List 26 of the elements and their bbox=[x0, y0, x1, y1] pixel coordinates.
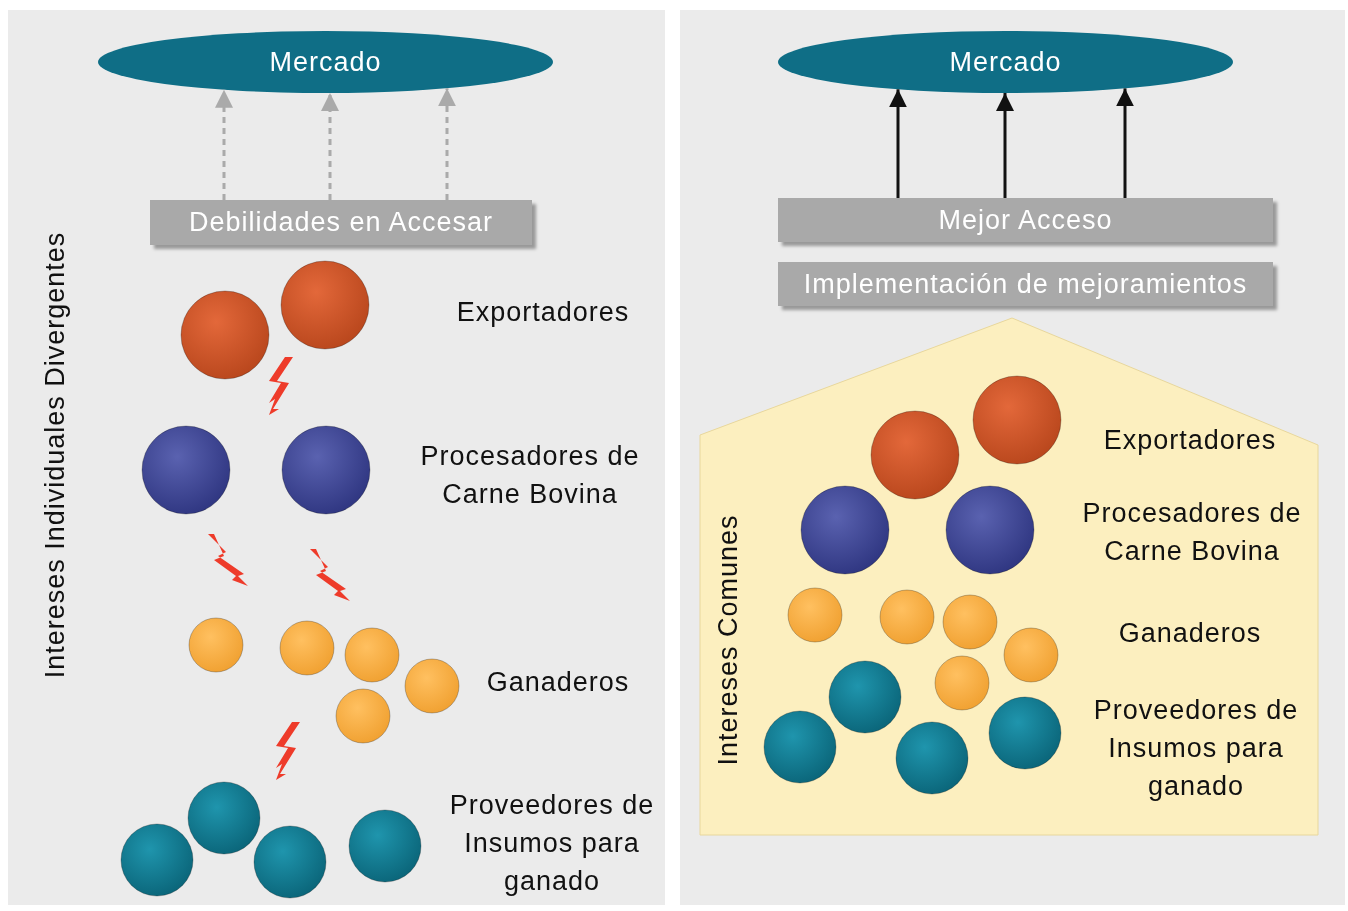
arrow bbox=[215, 89, 233, 200]
group-label: Proveedores de Insumos para ganado bbox=[448, 789, 656, 898]
node-label: Implementación de mejoramientos bbox=[803, 268, 1248, 300]
vertical-label: Intereses Individuales Divergentes bbox=[39, 231, 71, 679]
label-bar bbox=[778, 198, 1273, 242]
arrow bbox=[1116, 88, 1134, 198]
group-label: Procesadores de Carne Bovina bbox=[419, 440, 641, 511]
node-label: Mercado bbox=[949, 46, 1062, 78]
node-label: Debilidades en Accesar bbox=[188, 207, 494, 238]
market-ellipse bbox=[778, 31, 1233, 93]
group-label: Proveedores de Insumos para ganado bbox=[1092, 694, 1300, 803]
label-bar bbox=[778, 262, 1273, 306]
arrow bbox=[321, 93, 339, 200]
arrow bbox=[889, 89, 907, 198]
arrow bbox=[996, 93, 1014, 198]
group-label: Exportadores bbox=[1102, 424, 1278, 457]
node-label: Mercado bbox=[269, 46, 382, 78]
vertical-label: Intereses Comunes bbox=[712, 514, 744, 766]
group-label: Ganaderos bbox=[1117, 617, 1263, 650]
label-bar bbox=[150, 200, 532, 245]
arrow bbox=[438, 88, 456, 200]
group-label: Procesadores de Carne Bovina bbox=[1081, 497, 1303, 568]
group-label: Ganaderos bbox=[485, 666, 631, 699]
node-label: Mejor Acceso bbox=[938, 204, 1113, 236]
group-label: Exportadores bbox=[455, 296, 631, 329]
market-ellipse bbox=[98, 31, 553, 93]
